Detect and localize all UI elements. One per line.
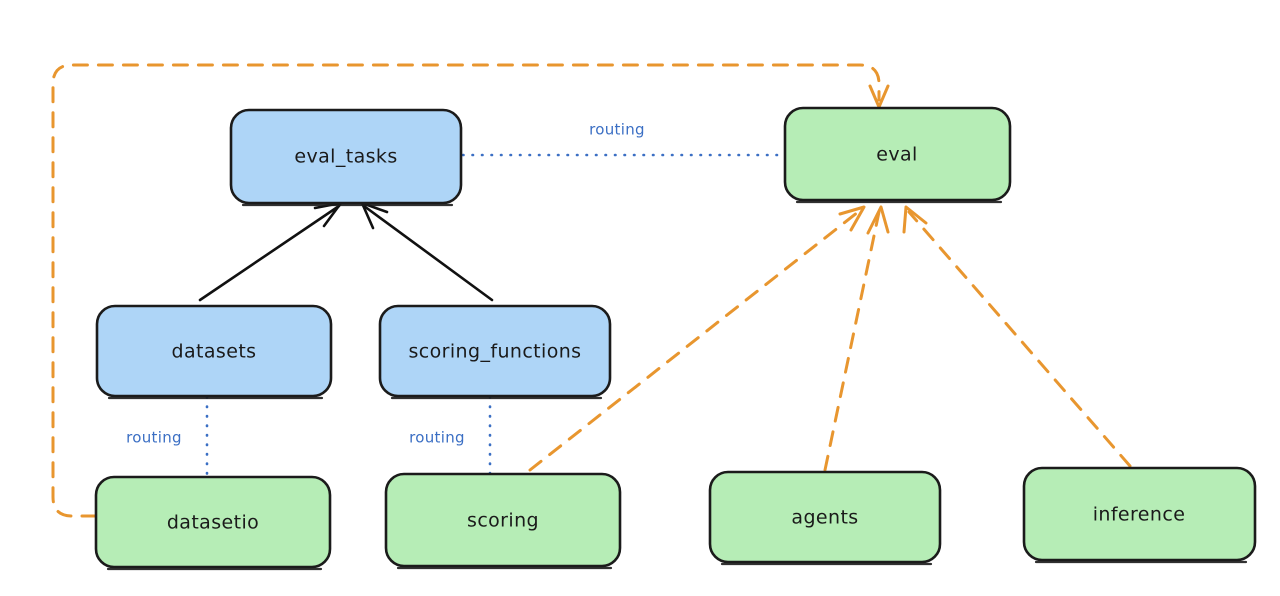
node-inference-label: inference (1093, 504, 1186, 526)
edge-agents-to-eval-arrowhead (866, 205, 890, 235)
edge-agents-to-eval[interactable] (823, 210, 881, 472)
node-scoring[interactable]: scoring (384, 472, 622, 570)
node-scoring-label: scoring (467, 510, 539, 532)
node-datasets-label: datasets (172, 341, 257, 363)
node-scoring_functions-box[interactable] (378, 304, 612, 398)
node-datasets[interactable]: datasets (95, 304, 333, 400)
node-eval-label: eval (876, 144, 917, 166)
edge-inference-to-eval[interactable] (907, 210, 1132, 468)
node-scoring_functions-label: scoring_functions (409, 341, 582, 363)
node-datasets-box[interactable] (95, 304, 333, 398)
edge-scoring_functions-to-eval_tasks[interactable] (362, 204, 494, 302)
edge-label-group: routing routing routing (126, 121, 645, 447)
node-datasetio-label: datasetio (167, 512, 259, 534)
edge-group-solid (198, 201, 494, 302)
node-eval_tasks-box[interactable] (229, 108, 463, 205)
node-eval_tasks-label: eval_tasks (294, 146, 397, 168)
edge-group-routing (205, 153, 788, 479)
node-eval[interactable]: eval (783, 106, 1012, 204)
node-agents-label: agents (791, 507, 858, 529)
node-agents[interactable]: agents (708, 470, 942, 566)
node-datasetio-box[interactable] (94, 475, 332, 569)
node-scoring_functions[interactable]: scoring_functions (378, 304, 612, 400)
edge-label-routing-eval_tasks-eval: routing (589, 121, 645, 139)
node-datasetio[interactable]: datasetio (94, 475, 332, 571)
edge-datasets-to-eval_tasks[interactable] (198, 204, 341, 302)
edge-scoring-to-eval[interactable] (528, 210, 860, 472)
edge-label-routing-datasets-datasetio: routing (126, 429, 182, 447)
edge-group-dependencies (51, 63, 1132, 518)
edge-inference-to-eval-arrowhead (902, 205, 928, 234)
node-eval_tasks[interactable]: eval_tasks (229, 108, 463, 207)
node-inference[interactable]: inference (1022, 466, 1257, 564)
edge-scoring-to-eval-arrowhead (838, 205, 866, 232)
edge-label-routing-scoring_functions-scoring: routing (409, 429, 465, 447)
node-scoring-box[interactable] (384, 472, 622, 568)
node-agents-box[interactable] (708, 470, 942, 564)
edge-datasetio-to-eval[interactable] (51, 63, 881, 518)
node-eval-box[interactable] (783, 106, 1012, 202)
node-inference-box[interactable] (1022, 466, 1257, 562)
